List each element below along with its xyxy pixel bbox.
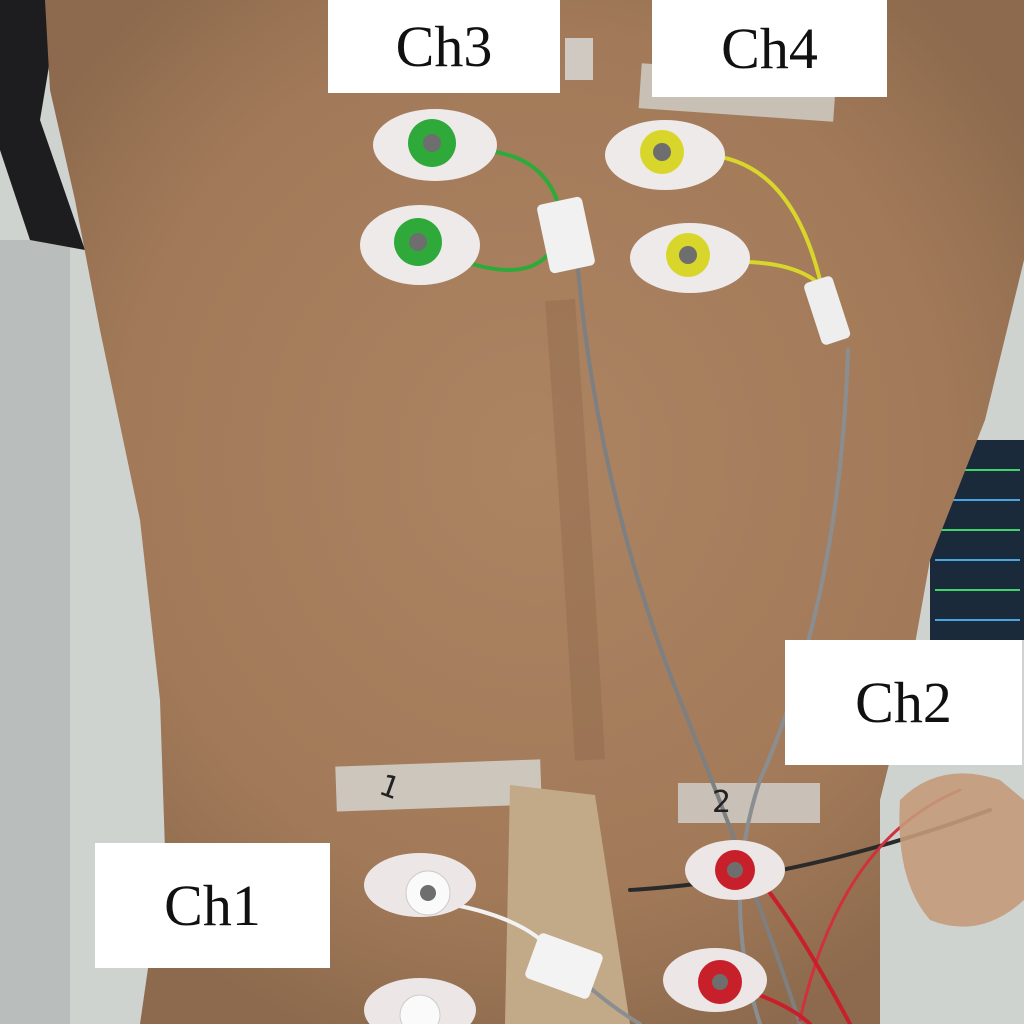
electrode-white-1	[364, 853, 476, 917]
hand	[899, 773, 1024, 927]
tape-strip	[335, 759, 542, 812]
channel-label-ch3: Ch3	[328, 0, 560, 93]
connector-ch4	[804, 276, 851, 345]
electrode-green-1	[373, 109, 497, 181]
background-panel	[0, 240, 70, 1024]
cable-ch3	[576, 268, 802, 1024]
electrode-white-2	[364, 978, 476, 1024]
electrode-yellow-1	[605, 120, 725, 190]
channel-label-ch2: Ch2	[785, 640, 1022, 765]
tape-strip	[565, 38, 593, 80]
electrode-green-2	[360, 205, 480, 285]
connector-ch1	[525, 933, 603, 999]
channel-label-ch4: Ch4	[652, 0, 887, 97]
cable-ch4	[738, 348, 850, 1024]
spine-shadow	[545, 298, 605, 761]
connector-ch3	[537, 196, 595, 274]
electrode-red-2	[663, 948, 767, 1012]
electrode-red-1	[685, 840, 785, 900]
electrode-yellow-2	[630, 223, 750, 293]
channel-label-ch1: Ch1	[95, 843, 330, 968]
back-skin	[45, 0, 1024, 1024]
tape-mark-2: 2	[712, 785, 732, 820]
dark-sleeve	[0, 0, 85, 250]
